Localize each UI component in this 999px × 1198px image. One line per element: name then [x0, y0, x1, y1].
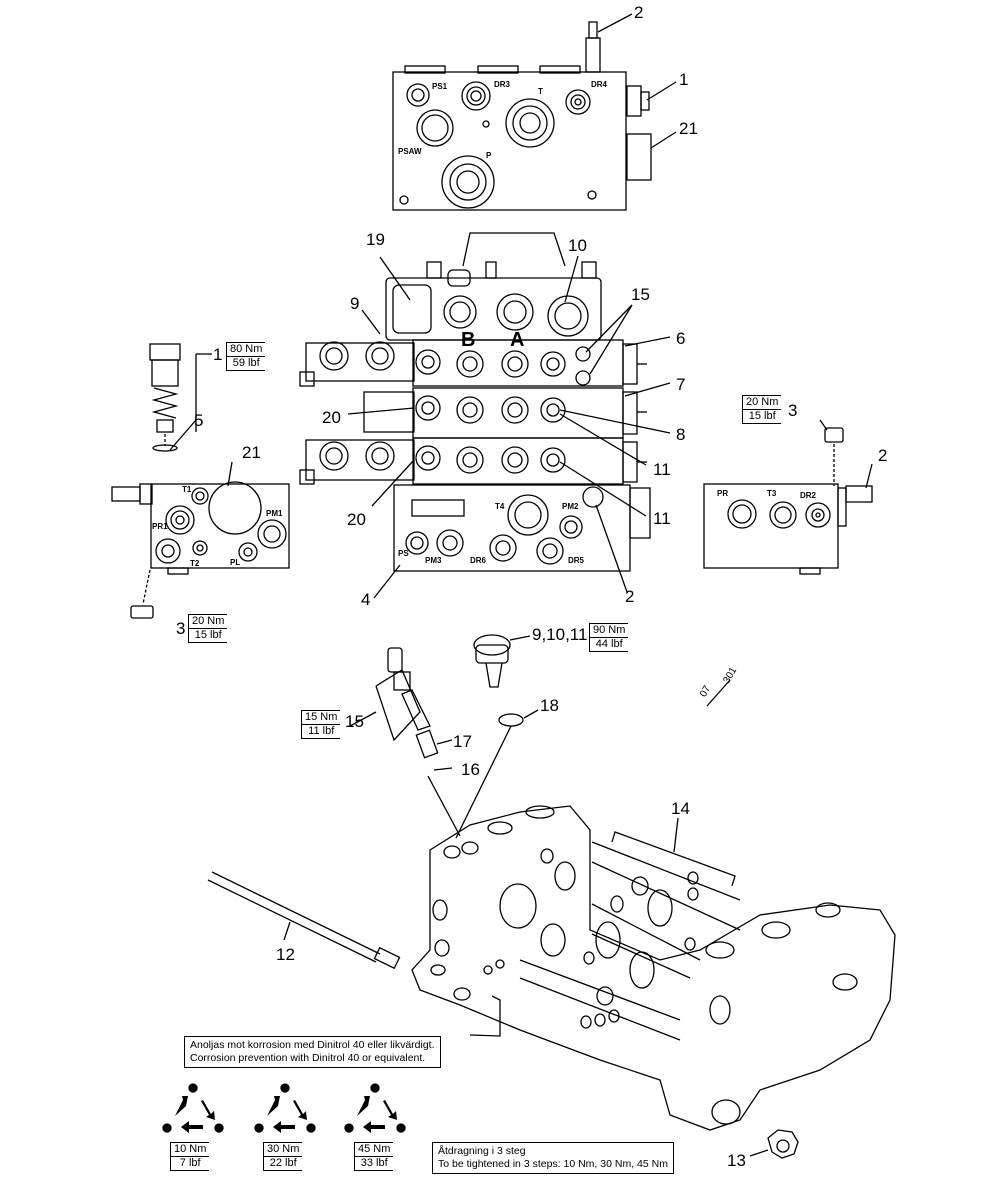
torque-20nm-left: 20 Nm 15 lbf	[188, 614, 228, 643]
port-dr3: DR3	[494, 80, 511, 89]
callout-17: 17	[453, 732, 472, 751]
port-dr5: DR5	[568, 556, 585, 565]
section-letter-b: B	[461, 329, 476, 351]
step-3-nm: 45 Nm	[354, 1142, 394, 1156]
torque-20l-lbf: 15 lbf	[188, 628, 228, 643]
torque-90-nm: 90 Nm	[589, 623, 629, 637]
callout-21-left: 21	[242, 443, 261, 462]
callout-11-b: 11	[653, 509, 671, 528]
port-ps1: PS1	[432, 82, 448, 91]
step-1-torque: 10 Nm 7 lbf	[170, 1142, 210, 1171]
step-1-lbf: 7 lbf	[170, 1156, 210, 1171]
callout-10: 10	[568, 236, 587, 255]
port-pm2: PM2	[562, 502, 579, 511]
port-dr6: DR6	[470, 556, 487, 565]
tightening-step-diagrams	[162, 1083, 406, 1133]
callout-19: 19	[366, 230, 385, 249]
section-letter-a: A	[510, 329, 525, 351]
callout-12: 12	[276, 945, 295, 964]
callout-13: 13	[727, 1151, 746, 1170]
callout-6: 6	[676, 329, 686, 348]
callout-15-mid: 15	[631, 285, 650, 304]
tightening-note-sv: Åtdragning i 3 steg	[438, 1145, 526, 1157]
callout-11-a: 11	[653, 460, 671, 479]
callout-9: 9	[350, 294, 360, 313]
callout-16: 16	[461, 760, 480, 779]
callout-2-top: 2	[634, 3, 644, 22]
left-end-block	[111, 343, 290, 619]
tightening-note-en: To be tightened in 3 steps: 10 Nm, 30 Nm…	[438, 1158, 668, 1170]
callout-2-right: 2	[878, 446, 888, 465]
torque-20l-nm: 20 Nm	[188, 614, 228, 628]
tightening-note: Åtdragning i 3 steg To be tightened in 3…	[432, 1142, 674, 1174]
step-3-torque: 45 Nm 33 lbf	[354, 1142, 394, 1171]
callout-5: 5	[194, 411, 204, 430]
lower-exploded-parts	[207, 634, 896, 1159]
callout-3-left: 3	[176, 619, 186, 638]
torque-90-lbf: 44 lbf	[589, 637, 629, 652]
valve-stack	[299, 232, 651, 572]
callout-4: 4	[361, 590, 371, 609]
callout-15-low: 15	[345, 712, 364, 731]
port-t: T	[538, 87, 543, 96]
corrosion-note-sv: Anoljas mot korrosion med Dinitrol 40 el…	[190, 1039, 435, 1051]
corrosion-note-en: Corrosion prevention with Dinitrol 40 or…	[190, 1052, 426, 1064]
port-p: P	[486, 151, 492, 160]
inlet-block-top	[392, 21, 652, 211]
torque-15-lbf: 11 lbf	[301, 724, 341, 739]
callout-8: 8	[676, 425, 686, 444]
step-1-nm: 10 Nm	[170, 1142, 210, 1156]
torque-80nm: 80 Nm 59 lbf	[226, 342, 266, 371]
callout-14: 14	[671, 799, 690, 818]
step-2-nm: 30 Nm	[263, 1142, 303, 1156]
torque-90nm: 90 Nm 44 lbf	[589, 623, 629, 652]
callout-20-a: 20	[322, 408, 341, 427]
port-t2: T2	[190, 559, 200, 568]
step-3-lbf: 33 lbf	[354, 1156, 394, 1171]
callout-2-mid: 2	[625, 587, 635, 606]
callout-21-top: 21	[679, 119, 698, 138]
port-dr4: DR4	[591, 80, 608, 89]
port-pm3: PM3	[425, 556, 442, 565]
torque-15-nm: 15 Nm	[301, 710, 341, 724]
port-pm1: PM1	[266, 509, 283, 518]
callout-18: 18	[540, 696, 559, 715]
torque-20nm-right: 20 Nm 15 lbf	[742, 395, 782, 424]
callout-3-right: 3	[788, 401, 798, 420]
port-psaw: PSAW	[398, 147, 422, 156]
torque-80-nm: 80 Nm	[226, 342, 266, 356]
port-pr1: PR1	[152, 522, 168, 531]
right-end-block	[703, 419, 873, 575]
torque-15nm: 15 Nm 11 lbf	[301, 710, 341, 739]
port-pl: PL	[230, 558, 241, 567]
callout-20-b: 20	[347, 510, 366, 529]
port-t1: T1	[182, 485, 192, 494]
callout-1-left: 1	[213, 345, 223, 364]
corrosion-note: Anoljas mot korrosion med Dinitrol 40 el…	[184, 1036, 441, 1068]
port-pr: PR	[717, 489, 729, 498]
port-t4: T4	[495, 502, 505, 511]
torque-20r-nm: 20 Nm	[742, 395, 782, 409]
callout-7: 7	[676, 375, 686, 394]
port-t3: T3	[767, 489, 777, 498]
port-ps: PS	[398, 549, 409, 558]
torque-20r-lbf: 15 lbf	[742, 409, 782, 424]
callout-9-10-11: 9,10,11	[532, 625, 588, 644]
step-2-lbf: 22 lbf	[263, 1156, 303, 1171]
torque-80-lbf: 59 lbf	[226, 356, 266, 371]
callout-1-top: 1	[679, 70, 689, 89]
port-dr2: DR2	[800, 491, 817, 500]
step-2-torque: 30 Nm 22 lbf	[263, 1142, 303, 1171]
